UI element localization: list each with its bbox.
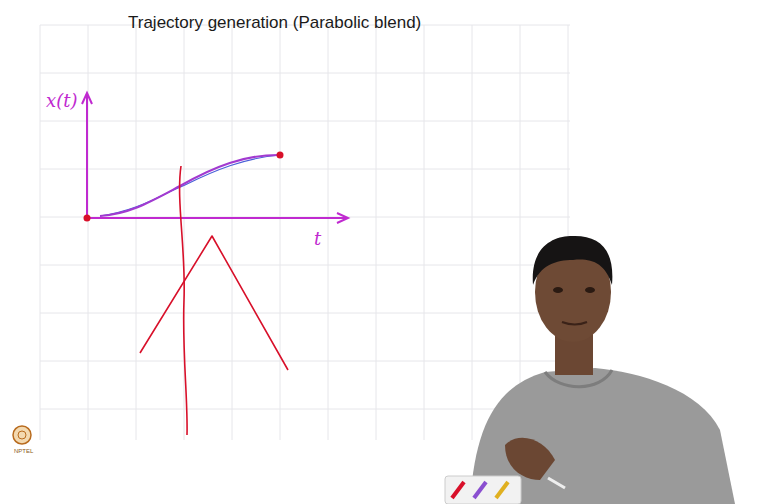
presenter xyxy=(470,236,735,504)
grid-line xyxy=(136,25,137,440)
grid-line xyxy=(520,25,521,440)
grid-line xyxy=(88,25,89,440)
grid-line xyxy=(376,25,377,440)
grid-line xyxy=(472,25,473,440)
end-point xyxy=(277,152,284,159)
grid-line xyxy=(40,121,570,122)
grid-line xyxy=(328,25,329,440)
axis-label: x(t) xyxy=(46,92,77,110)
velocity-profile xyxy=(140,236,288,370)
grid-line xyxy=(280,25,281,440)
axes xyxy=(82,93,348,223)
grid-line xyxy=(40,25,41,440)
grid-line xyxy=(232,25,233,440)
vertical-axis-sketch xyxy=(180,166,188,435)
grid-line xyxy=(40,409,570,410)
grid-line xyxy=(40,313,570,314)
linear-segment xyxy=(100,155,280,216)
start-point xyxy=(84,215,91,222)
grid-line xyxy=(40,73,570,74)
grid-line xyxy=(40,169,570,170)
grid-line xyxy=(424,25,425,440)
grid-line xyxy=(40,265,570,266)
grid xyxy=(40,25,570,440)
toolbar xyxy=(445,476,521,504)
blend-curve xyxy=(100,155,278,216)
slide-title: Trajectory generation (Parabolic blend) xyxy=(128,14,421,31)
grid-line xyxy=(40,361,570,362)
nptel-logo xyxy=(13,426,31,444)
logo-text: NPTEL xyxy=(14,448,33,454)
axis-label: t xyxy=(314,230,321,248)
grid-line xyxy=(40,217,570,218)
grid-line xyxy=(184,25,185,440)
